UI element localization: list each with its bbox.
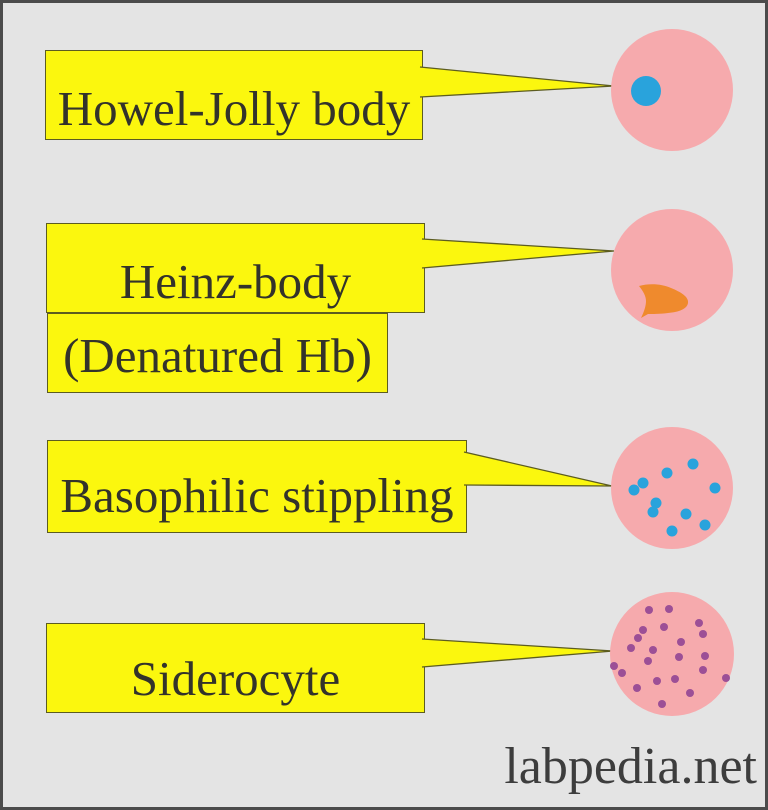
label-howell-jolly-body: Howel-Jolly body xyxy=(45,50,423,140)
red-cell xyxy=(611,29,733,151)
label-heinz-body: Heinz-body xyxy=(46,223,425,313)
siderocyte-inclusion-dot xyxy=(634,634,642,642)
siderocyte-inclusion-dot xyxy=(653,677,661,685)
howell-jolly-inclusion-dot xyxy=(631,76,661,106)
siderocyte-inclusion-dot xyxy=(677,638,685,646)
callout-pointer-basophilic xyxy=(463,451,613,487)
siderocyte-inclusion-dot xyxy=(686,689,694,697)
basophilic-inclusion-dot xyxy=(680,508,692,520)
red-cell xyxy=(610,592,734,716)
heinz-body-inclusion xyxy=(639,284,689,318)
basophilic-inclusion-dot xyxy=(687,458,699,470)
red-cell xyxy=(611,427,733,549)
siderocyte-inclusion-dot xyxy=(645,606,653,614)
callout-pointer-siderocyte xyxy=(421,638,614,668)
cell-howell-jolly xyxy=(611,29,733,151)
basophilic-inclusion-dot xyxy=(650,497,662,509)
basophilic-inclusion-dot xyxy=(647,506,659,518)
siderocyte-inclusion-dot xyxy=(701,652,709,660)
siderocyte-inclusion-dot xyxy=(627,644,635,652)
siderocyte-inclusion-dot xyxy=(644,657,652,665)
basophilic-inclusion-dot xyxy=(666,525,678,537)
red-cell xyxy=(611,209,733,331)
siderocyte-inclusion-dot xyxy=(675,653,683,661)
label-siderocyte-text: Siderocyte xyxy=(130,651,341,707)
siderocyte-inclusion-dot xyxy=(722,674,730,682)
siderocyte-inclusion-dot xyxy=(699,630,707,638)
siderocyte-inclusion-dot xyxy=(665,605,673,613)
basophilic-inclusion-dot xyxy=(699,519,711,531)
basophilic-inclusion-dot xyxy=(628,484,640,496)
label-basophilic-stippling: Basophilic stippling xyxy=(47,440,467,533)
siderocyte-inclusion-dot xyxy=(639,626,647,634)
siderocyte-inclusion-dot xyxy=(633,684,641,692)
watermark-text: labpedia.net xyxy=(504,738,757,795)
callout-pointer-howell-jolly xyxy=(419,66,615,98)
siderocyte-inclusion-dot xyxy=(618,669,626,677)
siderocyte-inclusion-dot xyxy=(699,666,707,674)
label-heinz-body-text: Heinz-body xyxy=(119,254,352,310)
basophilic-inclusion-dot xyxy=(661,467,673,479)
watermark: labpedia.net xyxy=(504,741,757,793)
callout-pointer-heinz xyxy=(421,238,615,269)
label-basophilic-stippling-text: Basophilic stippling xyxy=(60,468,454,524)
basophilic-inclusion-dot xyxy=(637,477,649,489)
siderocyte-inclusion-dot xyxy=(649,646,657,654)
label-howell-jolly-body-text: Howel-Jolly body xyxy=(57,81,411,137)
basophilic-inclusion-dot xyxy=(709,482,721,494)
siderocyte-inclusion-dot xyxy=(671,675,679,683)
cell-basophilic xyxy=(611,427,733,549)
label-siderocyte: Siderocyte xyxy=(46,623,425,713)
cell-siderocyte xyxy=(610,592,734,716)
label-denatured-hb: (Denatured Hb) xyxy=(47,313,388,393)
cell-heinz xyxy=(611,209,733,331)
siderocyte-inclusion-dot xyxy=(660,623,668,631)
siderocyte-inclusion-dot xyxy=(610,662,618,670)
siderocyte-inclusion-dot xyxy=(695,619,703,627)
label-denatured-hb-text: (Denatured Hb) xyxy=(63,328,372,384)
siderocyte-inclusion-dot xyxy=(658,700,666,708)
